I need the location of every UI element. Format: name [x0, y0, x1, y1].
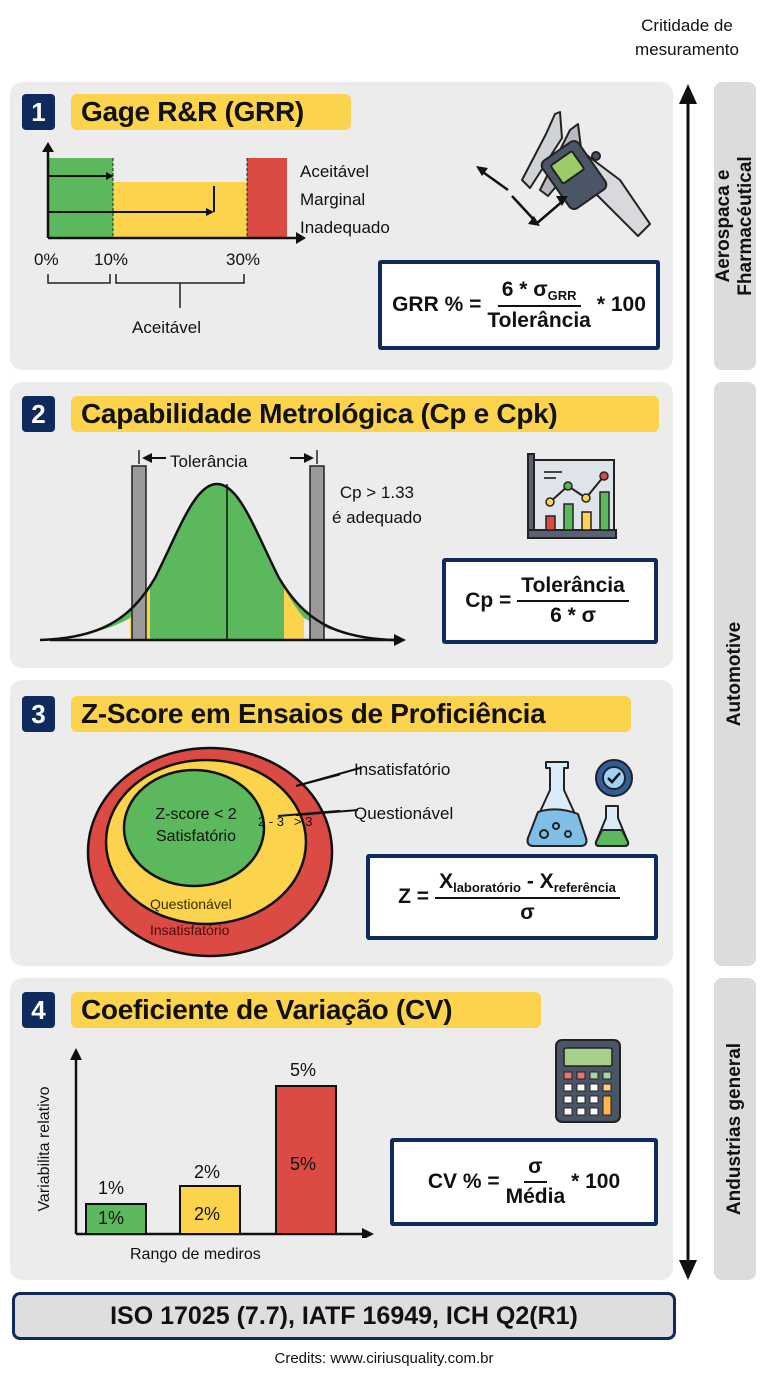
z-score-rings-chart	[86, 746, 340, 958]
formula-fraction: Tolerância 6 * σ	[517, 574, 629, 628]
band-aerospace-line2: Fharmacéutical	[735, 156, 756, 296]
cp-note-line2: é adequado	[332, 508, 422, 527]
band-automotive-label: Automotive	[724, 621, 745, 727]
y-axis-label: Variabilita relativo	[36, 1086, 53, 1212]
calculator-icon	[555, 1039, 621, 1123]
section-cv: 4 Coeficiente de Variação (CV) 1% 1% 2% …	[10, 978, 673, 1280]
standards-banner: ISO 17025 (7.7), IATF 16949, ICH Q2(R1)	[12, 1292, 676, 1340]
formula-denominator: Tolerância	[487, 308, 591, 332]
bar-2-top-label: 2%	[194, 1162, 221, 1182]
cp-note: Cp > 1.33 é adequado	[332, 480, 422, 530]
axis-label-line1: Critidade de	[641, 16, 733, 35]
formula-lhs: Z =	[398, 885, 430, 908]
normal-distribution-chart	[40, 450, 406, 646]
numerator-text: 6 * σ	[501, 277, 548, 301]
cp-formula: Cp = Tolerância 6 * σ	[442, 558, 658, 644]
tolerance-label: Tolerância	[170, 452, 248, 471]
legend-acceptable: Aceitável	[300, 162, 369, 181]
chart-report-icon	[527, 453, 617, 539]
z-score-threshold: Z-score < 2	[155, 806, 237, 823]
formula-lhs: Cp =	[465, 589, 512, 612]
ring-unsatisfactory-label: Insatisfatório	[150, 922, 230, 938]
formula-fraction: Xlaboratório - Xreferência σ	[435, 870, 620, 925]
band-general-industry: Andustrias general	[714, 978, 756, 1280]
z-score-formula: Z = Xlaboratório - Xreferência σ	[366, 854, 658, 940]
callout-questionable: Questionável	[354, 804, 454, 823]
criticality-axis-label: Critidade de mesuramento	[612, 14, 762, 62]
bracket-label: Aceitável	[132, 318, 201, 337]
formula-numerator: Xlaboratório - Xreferência	[435, 870, 620, 899]
section-title: Capabilidade Metrológica (Cp e Cpk)	[71, 396, 659, 432]
band-aerospace-label: Aerospaca e Fharmacéutical	[713, 95, 757, 357]
callout-unsatisfactory: Insatisfatório	[354, 760, 451, 779]
band-automotive: Automotive	[714, 382, 756, 966]
formula-lhs: GRR % =	[392, 293, 482, 316]
x-ref-subscript: referência	[553, 879, 616, 895]
formula-denominator: Média	[505, 1185, 566, 1208]
x-lab: X	[439, 869, 454, 893]
formula-tail: * 100	[571, 1170, 621, 1193]
formula-numerator: σ	[524, 1155, 547, 1183]
numerator-subscript: GRR	[547, 287, 577, 303]
cv-bar-chart	[70, 1048, 374, 1238]
x-ref: X	[539, 869, 554, 893]
cv-formula: CV % = σ Média * 100	[390, 1138, 658, 1226]
caliper-icon	[476, 111, 651, 237]
section-number-badge: 3	[22, 696, 55, 732]
band-general-label: Andustrias general	[724, 1042, 745, 1216]
satisfactory-text: Satisfatório	[155, 828, 237, 845]
mid-range-label: 2 - 3	[258, 814, 285, 829]
tick-30: 30%	[226, 250, 261, 269]
outer-range-label: > 3	[294, 814, 313, 829]
formula-fraction: 6 * σGRR Tolerância	[487, 278, 590, 333]
section-number-badge: 2	[22, 396, 55, 432]
section-z-score: 3 Z-Score em Ensaios de Proficiência Z-s…	[10, 680, 673, 966]
section-capability: 2 Capabilidade Metrológica (Cp e Cpk) To…	[10, 382, 673, 668]
cp-note-line1: Cp > 1.33	[339, 483, 415, 502]
section-title: Z-Score em Ensaios de Proficiência	[71, 696, 631, 732]
formula-numerator: 6 * σGRR	[497, 277, 581, 307]
satisfactory-label: Z-score < 2 Satisfatório	[148, 804, 244, 848]
band-aerospace-line1: Aerospaca e	[713, 169, 734, 283]
bar-3-inner-label: 5%	[290, 1154, 317, 1174]
bar-3-top-label: 5%	[290, 1060, 317, 1080]
section-number-badge: 1	[22, 94, 55, 130]
section-title: Coeficiente de Variação (CV)	[71, 992, 541, 1028]
section-title: Gage R&R (GRR)	[71, 94, 351, 130]
formula-denominator: σ	[520, 900, 535, 924]
minus-operator: -	[521, 869, 540, 893]
bar-2-inner-label: 2%	[194, 1204, 221, 1224]
axis-label-line2: mesuramento	[635, 40, 739, 59]
bar-1-top-label: 1%	[98, 1178, 125, 1198]
legend-inadequate: Inadequado	[300, 218, 390, 237]
band-aerospace-pharma: Aerospaca e Fharmacéutical	[713, 82, 757, 370]
x-axis-label: Rango de mediros	[130, 1246, 261, 1263]
ring-questionable-label: Questionável	[150, 896, 232, 912]
acceptable-bracket	[47, 274, 245, 308]
x-lab-subscript: laboratório	[453, 879, 521, 895]
lab-flask-icon	[526, 759, 633, 847]
criticality-arrow-icon	[679, 84, 697, 1280]
grr-legend: Aceitável Marginal Inadequado	[300, 158, 390, 242]
bar-1-inner-label: 1%	[98, 1208, 125, 1228]
formula-tail: * 100	[596, 293, 646, 316]
tick-0: 0%	[34, 250, 59, 269]
formula-denominator: 6 * σ	[550, 604, 596, 627]
credits-text: Credits: www.ciriusquality.com.br	[274, 1350, 494, 1367]
callout-lines	[296, 767, 361, 817]
formula-fraction: σ Média	[506, 1155, 566, 1209]
section-gage-rr: 1 Gage R&R (GRR) Aceitável Marginal Inad…	[10, 82, 673, 370]
tick-10: 10%	[94, 250, 129, 269]
legend-marginal: Marginal	[300, 190, 366, 209]
section-number-badge: 4	[22, 992, 55, 1028]
formula-numerator: Tolerância	[517, 574, 629, 602]
formula-lhs: CV % =	[427, 1170, 500, 1193]
grr-range-chart	[42, 142, 306, 244]
grr-formula: GRR % = 6 * σGRR Tolerância * 100	[378, 260, 660, 350]
